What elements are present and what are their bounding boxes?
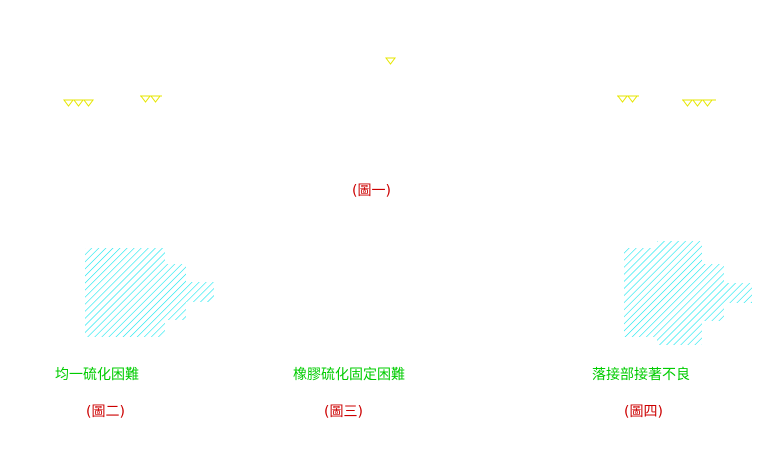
figure-2-label: (圖二) [86,404,125,420]
triangle-markers-right-group [682,99,716,107]
figure-3-label: (圖三) [324,404,363,420]
hatched-section-left [85,248,214,337]
figure-4-label: (圖四) [624,404,663,420]
triangle-markers-left-pair [140,95,162,103]
triangle-markers-right-pair [617,95,639,103]
triangle-markers-top [385,57,396,65]
joint-bonding-defect-note: 落接部接著不良 [592,367,690,383]
triangle-markers-left-group [63,99,94,107]
rubber-vulcanization-fixing-note: 橡膠硫化固定困難 [293,367,405,383]
figure-1-label: (圖一) [352,183,391,199]
uniform-vulcanization-note: 均一硫化困難 [55,367,139,383]
hatched-section-right [624,241,752,345]
